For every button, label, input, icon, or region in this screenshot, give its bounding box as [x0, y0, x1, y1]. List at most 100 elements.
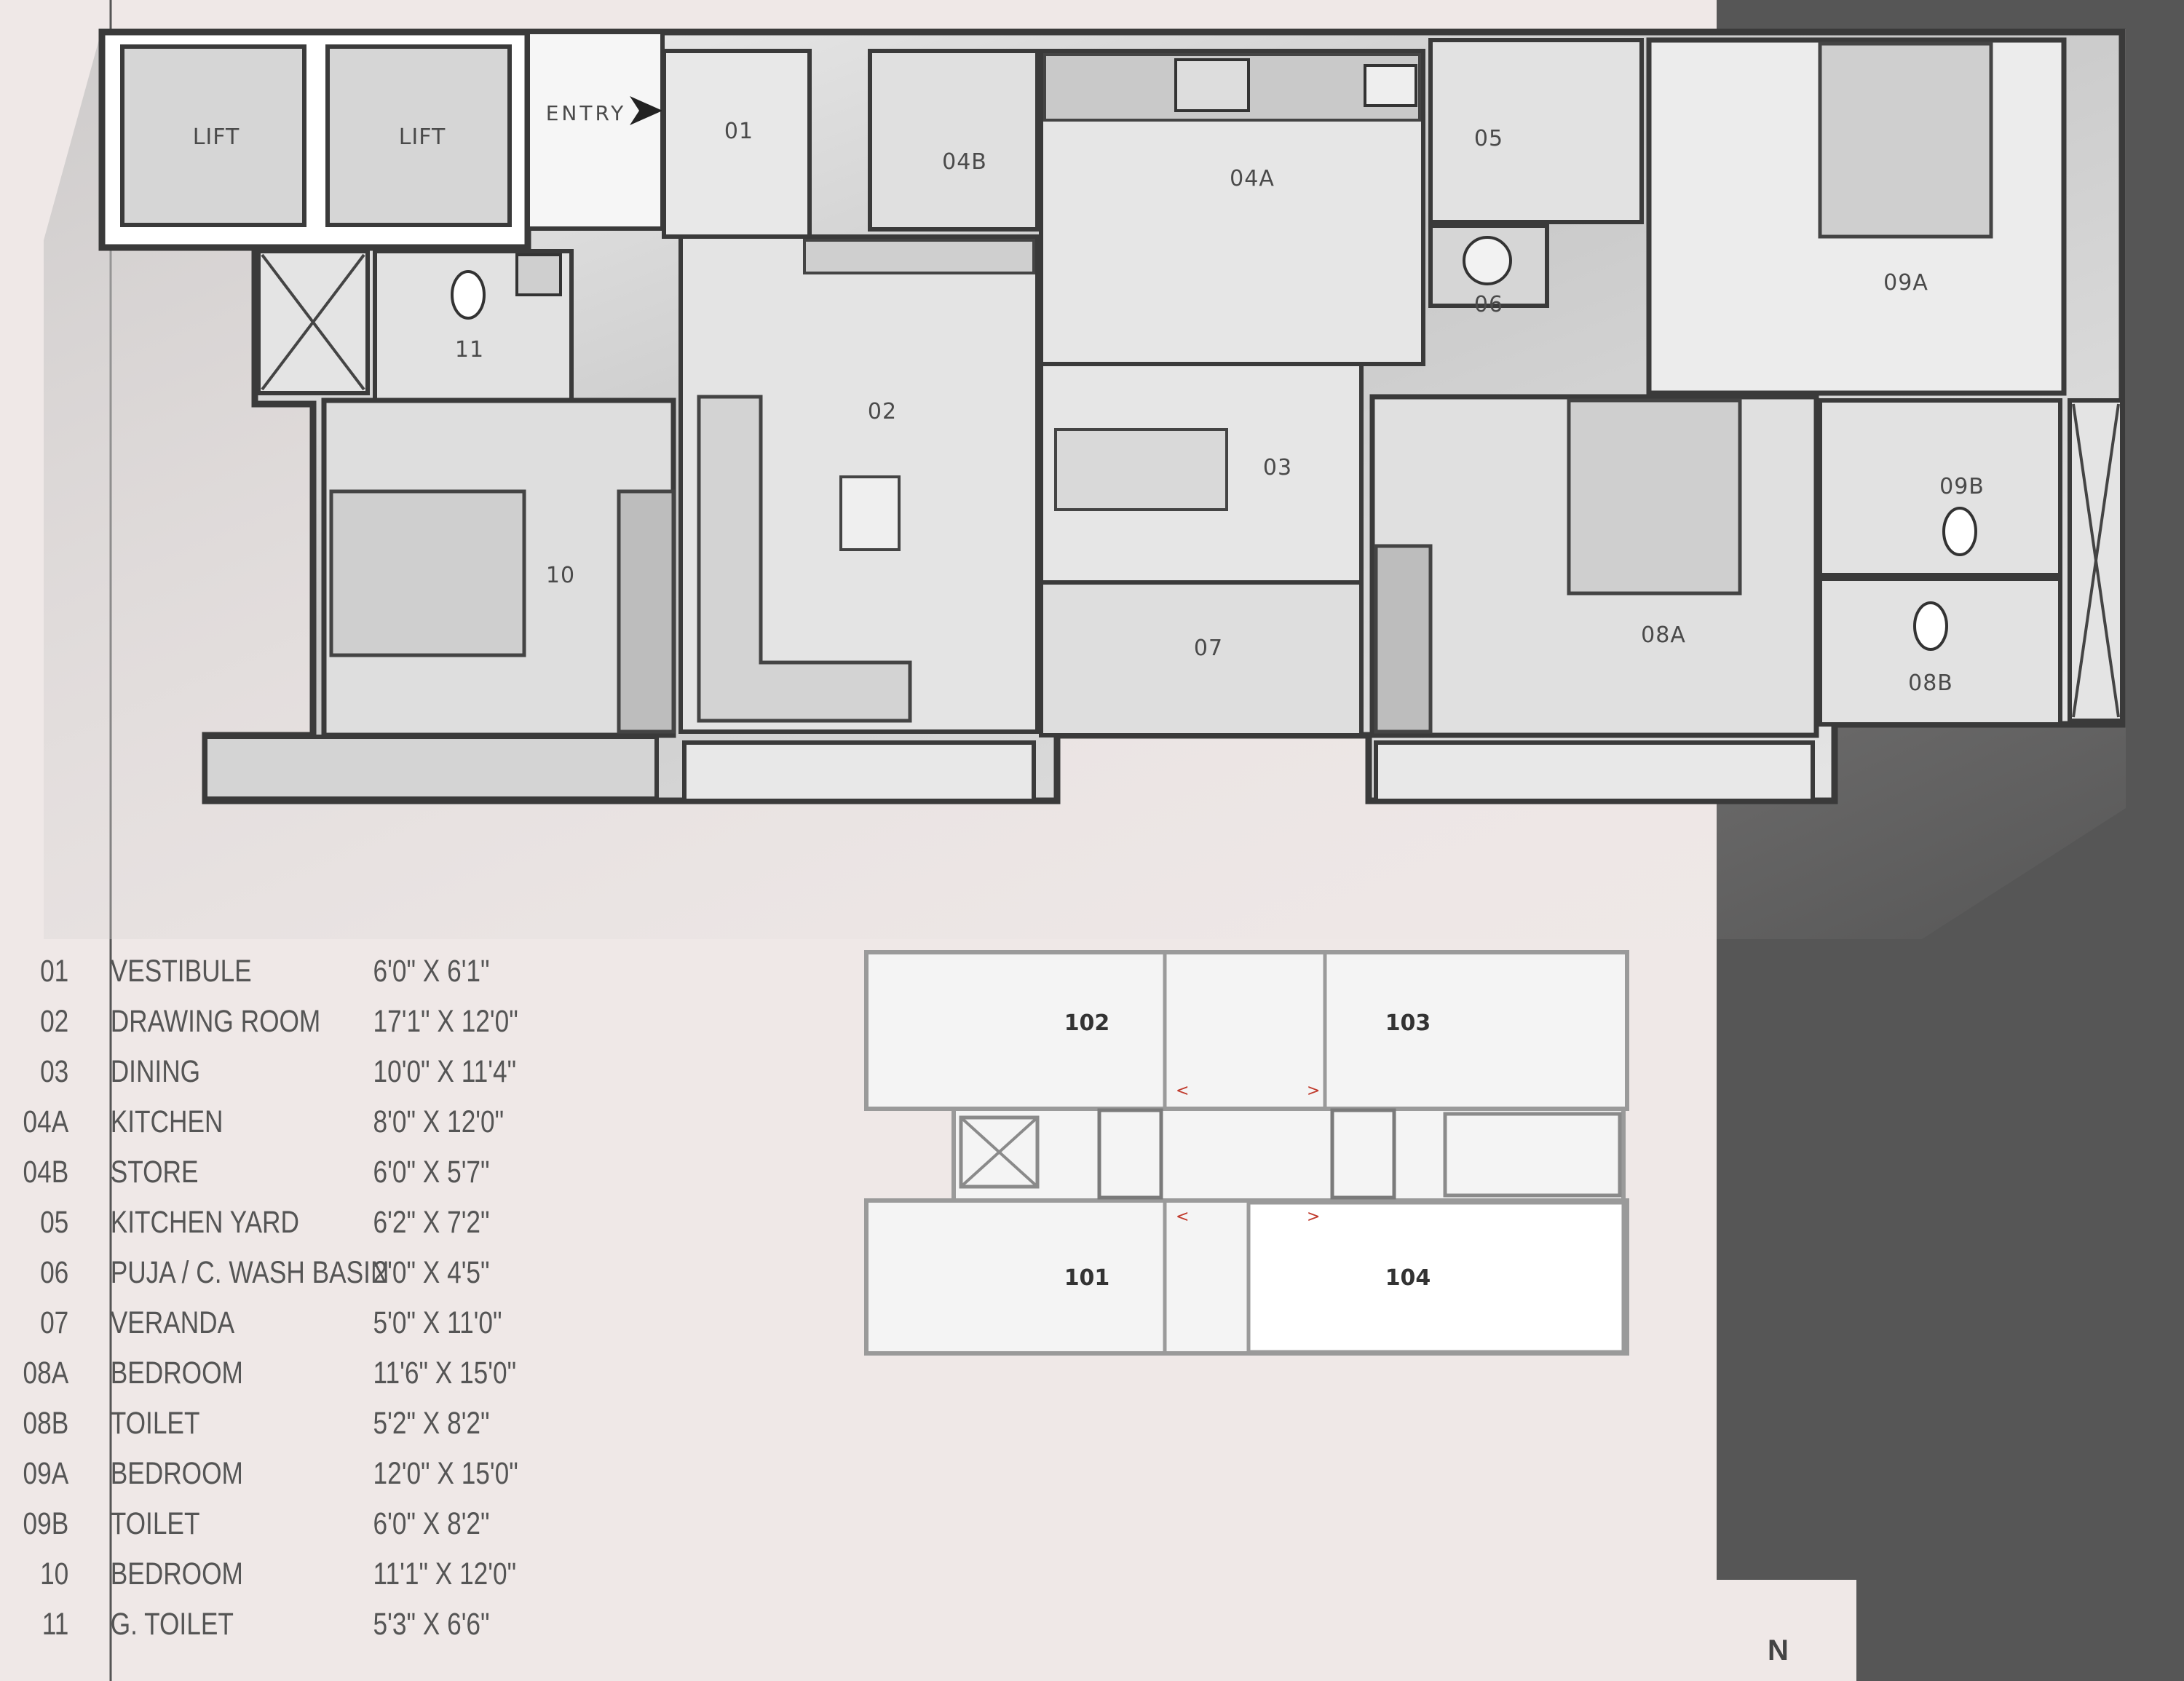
- schedule-code: 11: [41, 1607, 69, 1642]
- room-label-06: 06: [1474, 292, 1503, 317]
- wc-08b-icon: [1913, 601, 1948, 651]
- schedule-room-size: 5'2" X 8'2": [373, 1406, 490, 1441]
- entry-label: ENTRY: [546, 101, 627, 125]
- room-09b-toilet: [1818, 398, 2062, 577]
- key-plan-lift-cross-2: [960, 1116, 1039, 1188]
- schedule-room-name: DRAWING ROOM: [110, 1004, 321, 1039]
- room-label-01: 01: [724, 119, 753, 144]
- schedule-room-size: 5'3" X 6'6": [373, 1607, 490, 1642]
- balcony-left: [203, 735, 659, 801]
- schedule-room-name: VESTIBULE: [110, 954, 252, 989]
- schedule-row: 11 G. TOILET 5'3" X 6'6": [0, 1607, 537, 1650]
- lift-label-1: LIFT: [193, 124, 240, 150]
- schedule-room-name: KITCHEN YARD: [110, 1205, 299, 1240]
- key-plan: < > < > 102 103 101 104: [864, 950, 1629, 1356]
- room-05-kitchen-yard: [1428, 38, 1644, 224]
- schedule-room-name: BEDROOM: [110, 1557, 243, 1591]
- schedule-room-name: BEDROOM: [110, 1356, 243, 1391]
- key-plan-entry-marker-4: >: [1307, 1208, 1320, 1226]
- lift-car-1: [120, 44, 306, 227]
- coffee-table-icon: [839, 475, 901, 551]
- schedule-room-size: 5'0" X 11'0": [373, 1305, 502, 1340]
- wardrobe-10: [617, 489, 676, 734]
- key-plan-outline-top: [864, 950, 1629, 1111]
- room-label-02: 02: [868, 399, 897, 424]
- hob-icon: [1174, 58, 1250, 112]
- duct-cross-4: [2072, 403, 2120, 718]
- room-label-09b: 09B: [1939, 474, 1985, 499]
- schedule-room-size: 11'1" X 12'0": [373, 1557, 517, 1591]
- bed-08a-icon: [1567, 398, 1742, 596]
- key-plan-stair-left: [1097, 1108, 1163, 1200]
- schedule-room-size: 6'0" X 8'2": [373, 1506, 490, 1541]
- north-indicator: N: [1768, 1634, 1789, 1666]
- schedule-row: 02 DRAWING ROOM 17'1" X 12'0": [0, 1004, 537, 1048]
- key-plan-unit-103: 103: [1385, 1010, 1431, 1036]
- schedule-room-size: 12'0" X 15'0": [373, 1456, 518, 1491]
- schedule-code: 03: [40, 1054, 69, 1089]
- key-plan-entry-marker-1: <: [1176, 1082, 1189, 1100]
- balcony-right: [1374, 740, 1815, 803]
- schedule-room-name: TOILET: [110, 1406, 200, 1441]
- key-plan-unit-104: 104: [1385, 1265, 1431, 1291]
- room-label-08a: 08A: [1641, 622, 1686, 648]
- unit-floor-plan: LIFT LIFT ENTRY: [98, 28, 2126, 804]
- key-plan-entry-marker-2: >: [1307, 1082, 1320, 1100]
- schedule-code: 06: [40, 1255, 69, 1290]
- room-label-08b: 08B: [1908, 671, 1953, 696]
- tv-unit-icon: [803, 239, 1035, 274]
- key-plan-open-area: [1443, 1112, 1622, 1198]
- room-label-10: 10: [546, 563, 575, 588]
- puja-icon: [1463, 236, 1512, 285]
- key-plan-unit-101: 101: [1064, 1265, 1110, 1291]
- schedule-code: 01: [40, 954, 69, 989]
- schedule-code: 02: [40, 1004, 69, 1039]
- schedule-room-size: 10'0" X 11'4": [373, 1054, 517, 1089]
- room-07-veranda: [1039, 580, 1364, 737]
- key-plan-unit-102: 102: [1064, 1010, 1110, 1036]
- schedule-code: 09B: [23, 1506, 69, 1541]
- wc-09b-icon: [1942, 507, 1977, 556]
- room-label-09a: 09A: [1883, 270, 1928, 296]
- schedule-room-name: KITCHEN: [110, 1104, 223, 1139]
- wardrobe-08a: [1374, 544, 1433, 734]
- bed-09a-icon: [1818, 41, 1993, 239]
- schedule-room-name: STORE: [110, 1155, 199, 1190]
- schedule-room-size: 6'2" X 7'2": [373, 1205, 490, 1240]
- room-label-04a: 04A: [1230, 166, 1275, 191]
- key-plan-lift-icon: [959, 1115, 1040, 1189]
- schedule-room-size: 17'1" X 12'0": [373, 1004, 518, 1039]
- dining-table-icon: [1054, 428, 1228, 511]
- schedule-room-size: 2'0" X 4'5": [373, 1255, 490, 1290]
- room-label-05: 05: [1474, 126, 1503, 151]
- schedule-room-size: 6'0" X 5'7": [373, 1155, 490, 1190]
- schedule-room-name: DINING: [110, 1054, 201, 1089]
- schedule-room-name: G. TOILET: [110, 1607, 234, 1642]
- dark-side-panel-lower: [1856, 1580, 2184, 1681]
- lift-label-2: LIFT: [399, 124, 446, 150]
- room-08b-toilet: [1818, 577, 2062, 727]
- schedule-code: 04A: [23, 1104, 69, 1139]
- entry-passage: [526, 30, 665, 231]
- schedule-room-name: BEDROOM: [110, 1456, 243, 1491]
- bed-10-icon: [329, 489, 526, 657]
- lift-car-2: [325, 44, 512, 227]
- room-label-03: 03: [1263, 455, 1292, 480]
- key-plan-entry-marker-3: <: [1176, 1208, 1189, 1226]
- schedule-room-name: VERANDA: [110, 1305, 235, 1340]
- entry-arrow-icon: [630, 96, 662, 125]
- basin-icon: [515, 253, 562, 296]
- sofa-icon: [697, 395, 912, 723]
- room-label-07: 07: [1194, 636, 1223, 661]
- sink-icon: [1364, 64, 1417, 107]
